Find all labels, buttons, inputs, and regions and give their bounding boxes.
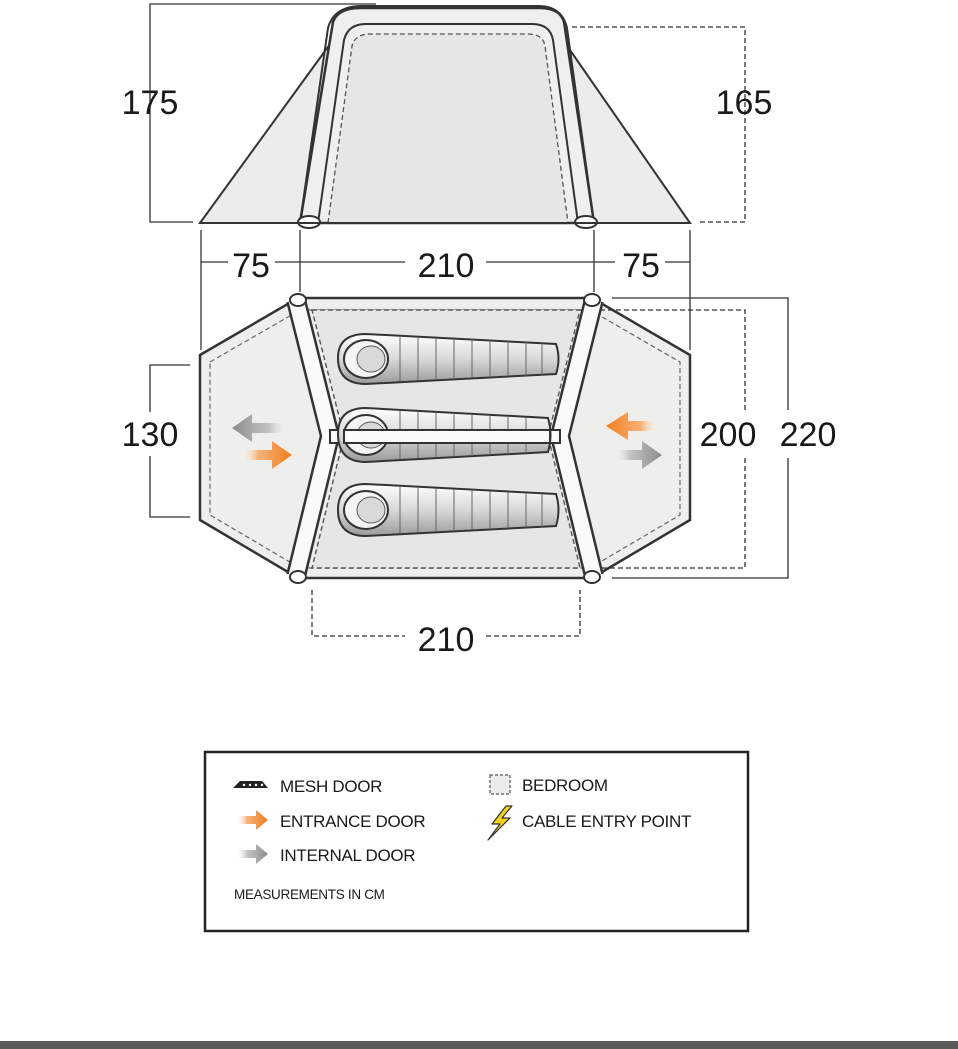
- sleeping-bags: [336, 332, 560, 538]
- bottom-border: [0, 1041, 958, 1049]
- grey-arrow-icon: [236, 844, 268, 864]
- dim-right-height: 165: [716, 84, 773, 122]
- legend-entrance-door-label: ENTRANCE DOOR: [280, 812, 425, 831]
- door-panel: [327, 33, 569, 224]
- dim-bedroom-depth: 200: [700, 416, 757, 454]
- width-dimensions-row: [200, 230, 691, 350]
- left-door-arrows: [232, 414, 292, 469]
- dim-left-porch-width: 75: [232, 247, 270, 285]
- measurements-note: MEASUREMENTS IN CM: [234, 887, 385, 902]
- height-dimensions: [149, 3, 746, 223]
- dim-left-height: 175: [122, 84, 179, 122]
- air-beam-outer: [299, 5, 595, 224]
- dim-right-porch-width: 75: [622, 247, 660, 285]
- legend: MESH DOOR ENTRANCE DOOR INTERNAL DOOR BE…: [203, 750, 750, 933]
- sleeping-bag-3: [336, 482, 560, 538]
- dim-center-width: 210: [418, 247, 475, 285]
- floor-dimensions: [149, 297, 789, 637]
- entrance-door-arrow-right: [606, 412, 660, 440]
- legend-cable-entry-label: CABLE ENTRY POINT: [522, 812, 691, 831]
- sleeping-bag-1: [336, 332, 560, 386]
- dashed-square-icon: [489, 774, 511, 795]
- dim-porch-depth: 130: [122, 416, 179, 454]
- right-door-arrows: [606, 412, 662, 469]
- orange-arrow-icon: [236, 810, 268, 830]
- internal-door-arrow-right: [612, 441, 662, 469]
- sleeping-bag-2: [336, 406, 552, 464]
- legend-box: [203, 750, 750, 933]
- dim-total-depth: 220: [780, 416, 837, 454]
- legend-mesh-door-label: MESH DOOR: [280, 777, 382, 796]
- dim-bedroom-width: 210: [418, 621, 475, 659]
- legend-bedroom-label: BEDROOM: [522, 776, 608, 795]
- lightning-bolt-icon: [487, 805, 513, 841]
- side-elevation: [198, 5, 692, 229]
- mesh-door-icon: [233, 781, 268, 788]
- legend-internal-door-label: INTERNAL DOOR: [280, 846, 415, 865]
- entrance-door-arrow-left: [240, 441, 292, 469]
- internal-door-arrow-left: [232, 414, 290, 442]
- air-beam-inner: [317, 23, 579, 224]
